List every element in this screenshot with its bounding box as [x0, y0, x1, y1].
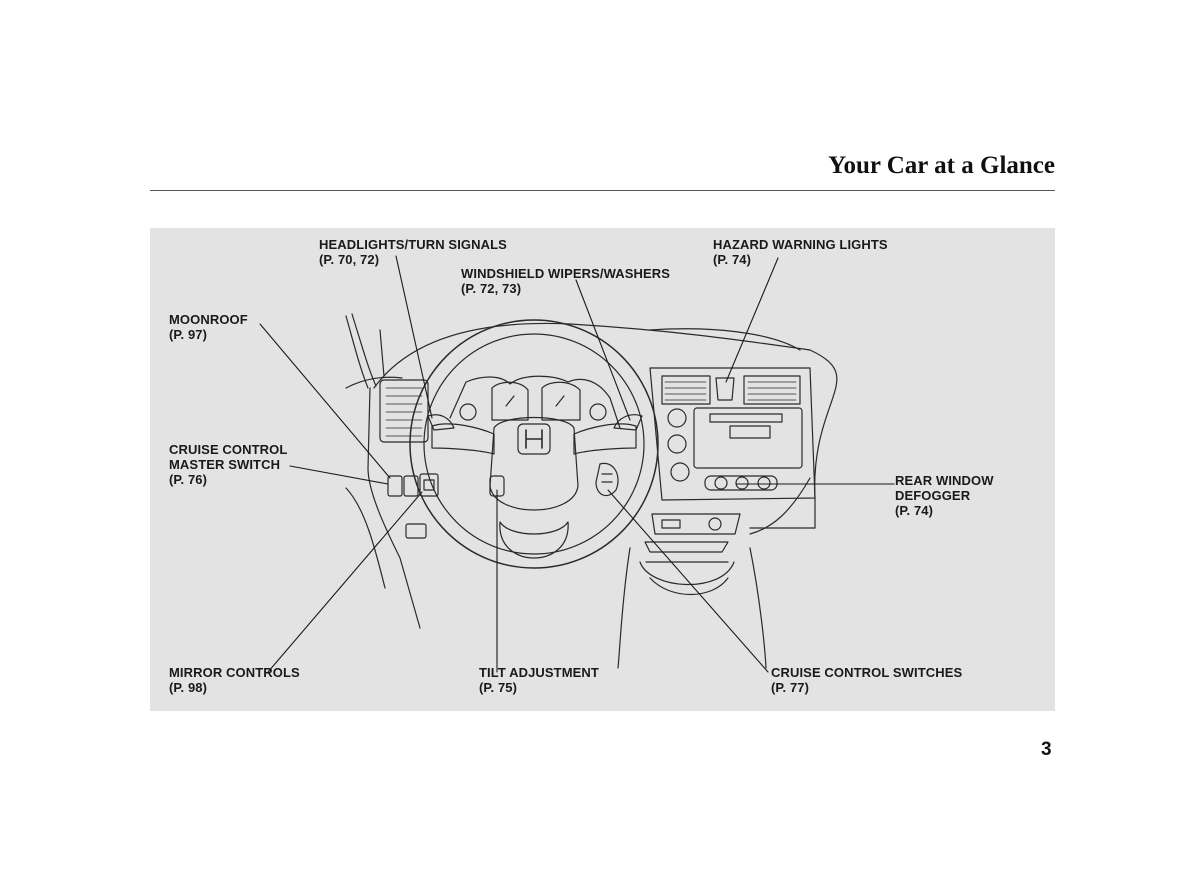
honda-emblem: [517, 423, 551, 455]
cruise-master-switch: [387, 475, 403, 497]
callout-tilt-adjustment: TILT ADJUSTMENT (P. 75): [479, 665, 599, 695]
steering-wheel-outer: [409, 319, 659, 569]
callout-mirror-controls: MIRROR CONTROLS (P. 98): [169, 665, 300, 695]
page-title: Your Car at a Glance: [828, 152, 1055, 179]
dashboard-illustration-panel: HEADLIGHTS/TURN SIGNALS (P. 70, 72) HAZA…: [150, 228, 1055, 711]
callout-headlights-turn-signals: HEADLIGHTS/TURN SIGNALS (P. 70, 72): [319, 237, 507, 267]
cruise-control-buttons: [595, 462, 619, 497]
turn-signal-stalk: [427, 414, 455, 431]
leader-lines: [259, 255, 895, 673]
hazard-button: [715, 377, 735, 401]
mirror-control-switch: [419, 473, 439, 497]
callout-moonroof: MOONROOF (P. 97): [169, 312, 248, 342]
left-vent: [379, 379, 429, 443]
callout-cruise-control-master-switch: CRUISE CONTROL MASTER SWITCH (P. 76): [169, 442, 288, 487]
callout-rear-window-defogger: REAR WINDOW DEFOGGER (P. 74): [895, 473, 994, 518]
title-rule: [150, 190, 1055, 191]
defogger-button: [714, 476, 728, 490]
audio-unit: [693, 407, 803, 469]
callout-hazard-warning-lights: HAZARD WARNING LIGHTS (P. 74): [713, 237, 888, 267]
page-number: 3: [1041, 739, 1052, 760]
dashboard-illustration: [259, 255, 895, 673]
callout-cruise-control-switches: CRUISE CONTROL SWITCHES (P. 77): [771, 665, 963, 695]
callout-windshield-wipers-washers: WINDSHIELD WIPERS/WASHERS (P. 72, 73): [461, 266, 671, 296]
wiper-stalk: [613, 414, 643, 431]
